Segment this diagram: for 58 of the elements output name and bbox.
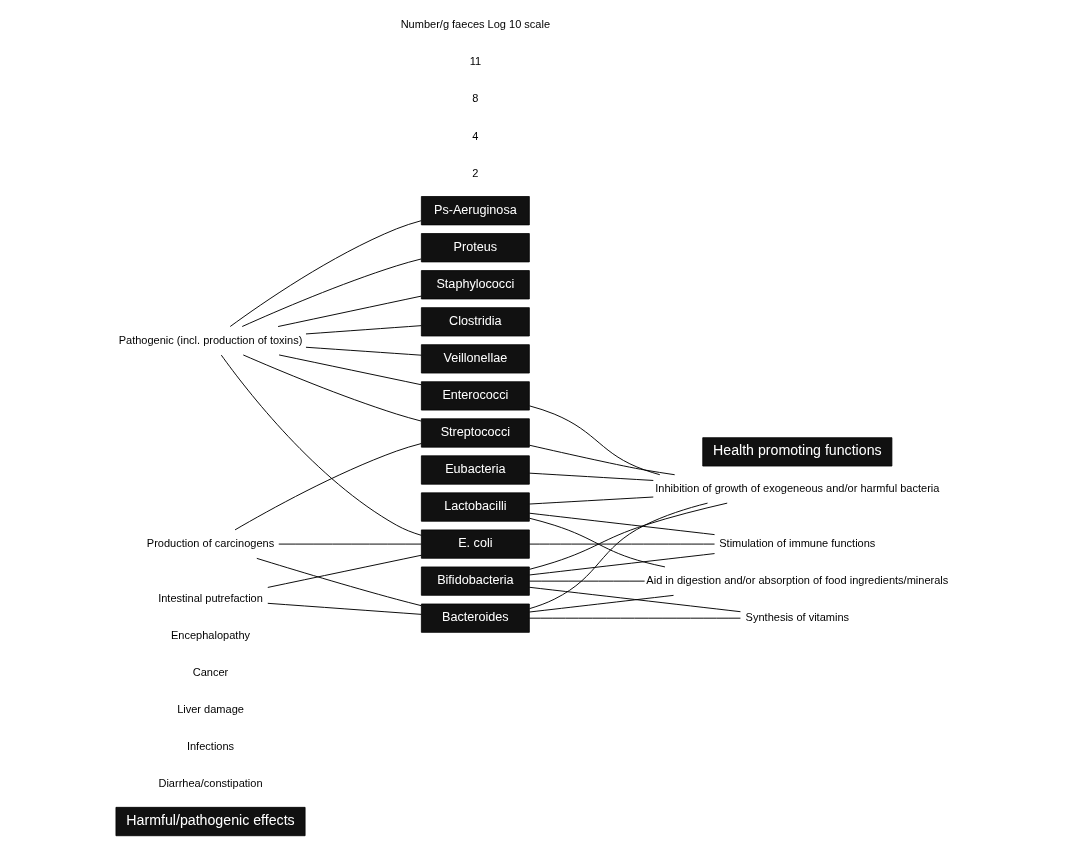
connector: [256, 557, 422, 607]
node-text: Synthesis of vitamins: [745, 611, 850, 624]
connector: [529, 502, 728, 570]
label: Liver damage: [177, 703, 244, 716]
connector: [529, 405, 661, 476]
label: Cancer: [192, 666, 229, 679]
connector: [305, 325, 422, 335]
node-box: Health promoting functions: [702, 437, 893, 467]
node-box: E. coli: [420, 529, 530, 559]
connector: [528, 543, 716, 545]
node-box: Proteus: [420, 233, 530, 263]
node-box: Clostridia: [420, 307, 530, 337]
connector: [528, 594, 674, 613]
node-text: Production of carcinogens: [146, 537, 275, 550]
connector: [528, 512, 716, 536]
node-box: Enterococci: [420, 381, 530, 411]
label: Diarrhea/constipation: [158, 777, 263, 790]
connector: [241, 258, 422, 327]
node-text: Pathogenic (incl. production of toxins): [118, 333, 303, 346]
connector: [278, 543, 422, 545]
node-box: Ps-Aeruginosa: [420, 196, 530, 226]
node-text: Intestinal putrefaction: [158, 592, 263, 605]
connector: [305, 346, 422, 356]
node-box: Eubacteria: [420, 455, 530, 485]
node-text: Stimulation of immune functions: [719, 537, 876, 550]
connector: [528, 444, 676, 476]
label: Number/g faeces Log 10 scale: [400, 18, 551, 31]
connector: [234, 443, 422, 531]
node-box: Streptococci: [420, 418, 530, 448]
connector: [277, 295, 422, 327]
connector: [529, 502, 708, 610]
node-box: Bacteroides: [420, 603, 530, 633]
label: Infections: [186, 740, 235, 753]
connector: [528, 586, 741, 613]
node-box: Veillonellae: [420, 344, 530, 374]
connector: [278, 354, 422, 386]
connector: [528, 496, 654, 505]
node-box: Harmful/pathogenic effects: [115, 806, 306, 837]
node-box: Staphylococci: [420, 270, 530, 300]
connector: [267, 554, 422, 588]
node-box: Lactobacilli: [420, 492, 530, 522]
label: 8: [472, 92, 479, 105]
connector: [529, 517, 666, 568]
connector: [267, 602, 422, 615]
connector: [528, 553, 716, 576]
node-text: Aid in digestion and/or absorption of food ingredients/minerals: [646, 574, 949, 587]
connector: [242, 354, 422, 422]
connector: [528, 617, 741, 619]
label: Encephalopathy: [171, 629, 251, 642]
label: 2: [472, 166, 479, 179]
connector: [229, 220, 422, 327]
label: 11: [469, 55, 482, 68]
node-box: Bifidobacteria: [420, 566, 530, 596]
node-text: Inhibition of growth of exogeneous and/or harmful bacteria: [655, 481, 940, 494]
connector: [528, 580, 646, 582]
connector: [220, 354, 422, 536]
label: 4: [472, 129, 479, 142]
connector: [528, 472, 654, 481]
